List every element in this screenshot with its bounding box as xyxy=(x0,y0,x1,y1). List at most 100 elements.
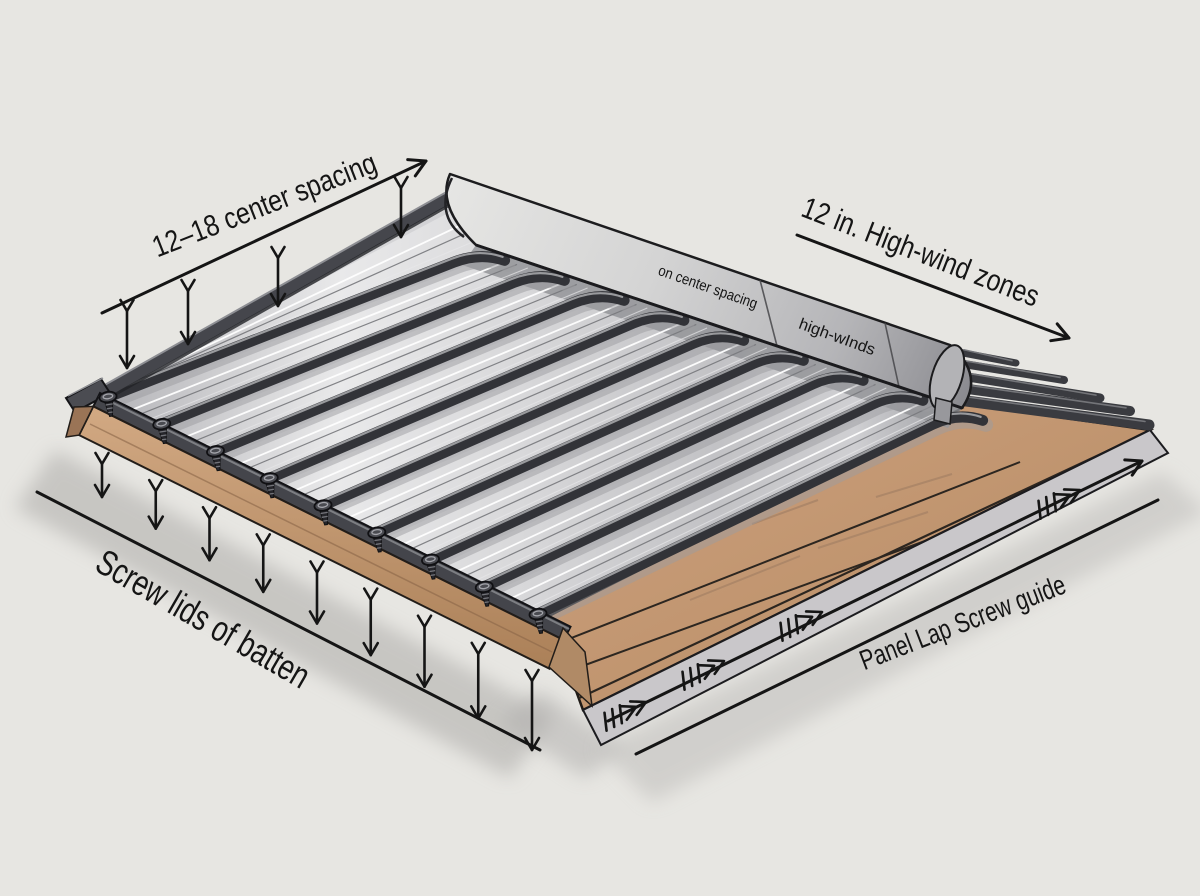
deck-edge-band xyxy=(581,428,1170,747)
batten xyxy=(945,393,1155,431)
screw-head-rim xyxy=(102,393,114,400)
rib-highlight xyxy=(212,292,624,449)
panel-pinstripe xyxy=(356,343,757,523)
panel-pinstripe xyxy=(419,367,827,555)
screw-head-rim xyxy=(478,583,490,590)
screw-threads xyxy=(535,620,543,631)
rake-trim-highlight xyxy=(93,184,460,392)
panel-pinstripe xyxy=(409,363,817,550)
panel-pinstripe xyxy=(239,300,628,465)
screw-threads xyxy=(374,538,382,549)
batten xyxy=(950,370,1105,403)
feather-chevron xyxy=(1062,488,1082,505)
feather-tick xyxy=(1052,492,1058,513)
arrow-fletch xyxy=(270,245,286,260)
arrow-fletch xyxy=(309,560,325,574)
wood-deck xyxy=(547,400,1170,747)
feather-tick xyxy=(688,666,694,688)
feather-chevron xyxy=(696,663,716,680)
screw-head-rim xyxy=(371,528,383,536)
arrow-fletch xyxy=(147,478,164,493)
screw xyxy=(421,553,440,580)
arrow-head xyxy=(179,330,197,346)
arrow-fletch xyxy=(393,175,409,190)
screw-head-rim xyxy=(263,474,275,481)
panel-pinstripe xyxy=(365,347,768,528)
panel-lap-feather-arrows xyxy=(603,488,1082,732)
ridge-cap-end-tab xyxy=(933,397,953,425)
screw-threads xyxy=(428,565,436,577)
fascia-corner-face xyxy=(548,626,594,708)
arrow-head xyxy=(269,292,287,308)
screw-head-rim xyxy=(425,556,436,563)
rib-highlight xyxy=(427,372,863,558)
rib xyxy=(317,331,750,511)
panel-pinstripe xyxy=(104,229,474,397)
arrow-head xyxy=(118,354,136,370)
eave-screw-arrows xyxy=(93,451,541,752)
screw xyxy=(152,417,172,445)
arrow-head xyxy=(469,705,487,720)
ground-shadows xyxy=(15,450,1200,802)
feather-tick xyxy=(786,617,792,639)
feather-chevron xyxy=(1052,492,1072,509)
arrow-fletch xyxy=(416,614,433,629)
batten-highlight xyxy=(958,382,1127,409)
rib-highlight xyxy=(534,412,982,612)
panel-pinstripe xyxy=(454,380,867,574)
feather-tick xyxy=(779,621,784,642)
panel-pinstripe xyxy=(401,360,807,546)
screw-threads xyxy=(266,484,275,495)
screw-threads xyxy=(159,430,167,441)
ridge-cap-joints xyxy=(759,279,900,388)
screw xyxy=(367,526,387,553)
rib-highlight xyxy=(319,332,743,504)
arrow-head xyxy=(147,515,165,530)
batten-highlight xyxy=(963,348,1013,362)
arrow-fletch xyxy=(180,278,196,293)
screw xyxy=(206,445,225,472)
ridge-cap-lower-edge xyxy=(475,243,963,410)
feather-tick xyxy=(681,670,686,691)
screw xyxy=(313,499,333,526)
screw-head-rim xyxy=(156,420,168,427)
batten-highlight xyxy=(960,371,1097,396)
plank-line xyxy=(574,431,1149,701)
arrow-fletch xyxy=(201,505,218,520)
feather-tick xyxy=(696,663,702,684)
panel-pinstripe xyxy=(508,400,927,601)
arrow-fletch xyxy=(255,533,272,547)
arrow-head xyxy=(362,641,380,657)
highwind-dimension-line xyxy=(795,233,1071,340)
eave-note-line xyxy=(35,490,542,752)
screw-head-rim xyxy=(210,447,221,454)
rake-spacing-arrows xyxy=(118,175,410,370)
rib xyxy=(210,291,630,457)
ridge-cap: on center spacing high-wInds xyxy=(444,172,973,425)
arrow-fletch xyxy=(470,641,487,656)
feather-tick xyxy=(1037,499,1042,520)
feather-chevron xyxy=(706,659,726,676)
arrow-head xyxy=(308,610,326,625)
wood-grain xyxy=(689,473,953,601)
rib xyxy=(102,251,511,403)
panel-pinstripe xyxy=(194,283,578,442)
panel-pinstripe xyxy=(347,340,747,519)
arrow-head xyxy=(93,483,111,499)
arrow-fletch xyxy=(524,668,540,683)
rake-dimension-line xyxy=(100,159,428,315)
panel-pinstripe xyxy=(302,323,697,496)
panel-lap-secondary-line xyxy=(634,498,1160,756)
panel-pinstripe xyxy=(150,267,528,420)
screw xyxy=(528,607,548,635)
screw xyxy=(259,472,279,499)
rake-corner-highlight xyxy=(67,377,104,397)
plank-line xyxy=(555,461,1021,645)
screw-threads xyxy=(320,511,328,522)
rib-highlight xyxy=(481,392,922,585)
rib xyxy=(156,271,570,430)
arrow-fletch xyxy=(362,587,379,601)
arrow-head xyxy=(201,546,218,562)
feather-tick xyxy=(618,704,624,725)
arrow-fletch xyxy=(94,451,110,466)
